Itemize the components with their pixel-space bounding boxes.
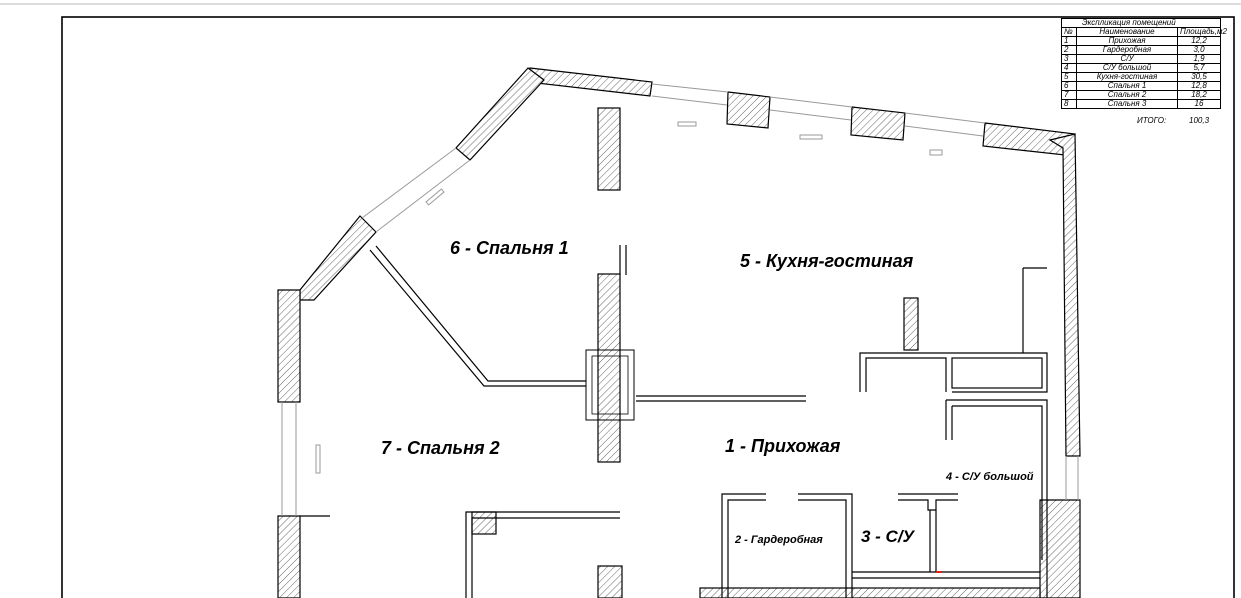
room-label-7: 7 - Спальня 2	[381, 438, 500, 458]
legend-row: 8 Спальня 3 16	[1061, 99, 1221, 109]
room-label-3: 3 - С/У	[861, 527, 915, 546]
windows	[281, 83, 1079, 516]
interior-partitions	[300, 245, 1048, 598]
legend-grid: № Наименование Площадь,м2 1 Прихожая 12,…	[1061, 27, 1227, 109]
legend-total-label: ИТОГО:	[1137, 116, 1167, 125]
legend-title: Экспликация помещений	[1061, 18, 1221, 27]
legend-cell-name: Спальня 3	[1076, 99, 1178, 109]
room-label-4: 4 - С/У большой	[946, 471, 1034, 483]
sheet-frame	[61, 16, 1235, 598]
exterior-walls	[277, 67, 1081, 598]
legend-cell-area: 16	[1177, 99, 1221, 109]
legend-total-value: 100,3	[1189, 116, 1210, 125]
room-label-6: 6 - Спальня 1	[450, 238, 569, 258]
room-label-5: 5 - Кухня-гостиная	[740, 251, 914, 271]
room-label-1: 1 - Прихожая	[725, 436, 841, 456]
room-label-2: 2 - Гардеробная	[735, 534, 823, 546]
legend-cell-num: 8	[1061, 99, 1077, 109]
explication-table: Экспликация помещений № Наименование Пло…	[1061, 18, 1227, 125]
